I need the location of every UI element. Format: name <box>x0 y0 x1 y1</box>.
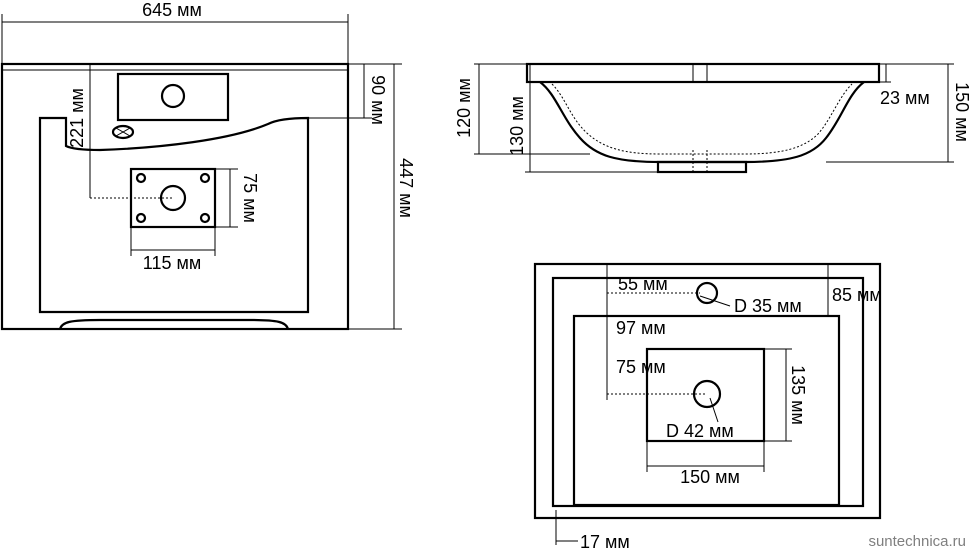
watermark: suntechnica.ru <box>868 533 966 550</box>
dim-hole-diameter: D 35 мм <box>734 296 802 316</box>
dim-total-height: 150 мм <box>952 82 970 142</box>
dim-hole-offset: 55 мм <box>618 274 668 294</box>
dim-back-to-drain: 221 мм <box>67 88 87 148</box>
dim-drain-diameter: D 42 мм <box>666 421 734 441</box>
dim-body-height: 130 мм <box>507 96 527 156</box>
dim-inner-offset: 97 мм <box>616 318 666 338</box>
dim-bottom-plate-height: 135 мм <box>788 365 808 425</box>
dim-edge: 17 мм <box>580 532 630 551</box>
bottom-drain-hole <box>692 379 722 409</box>
dim-plate-width: 115 мм <box>143 253 201 273</box>
dim-bowl-height: 120 мм <box>454 78 474 138</box>
side-drain <box>656 160 748 174</box>
bottom-view: 55 мм D 35 мм 85 мм 97 мм 75 мм D 42 мм … <box>533 262 882 551</box>
bowl-front-curve <box>58 318 290 330</box>
bottom-inner <box>572 314 841 507</box>
side-bowl-outer <box>539 81 865 164</box>
dim-back-to-bowl: 90 мм <box>368 75 388 125</box>
top-view: 645 мм 447 мм 90 мм 221 мм 75 мм 115 мм <box>0 0 416 331</box>
dim-drain-offset: 75 мм <box>616 357 666 377</box>
bottom-outer <box>533 262 882 520</box>
dim-depth: 447 мм <box>396 158 416 218</box>
top-view-outline <box>0 62 350 331</box>
dim-hole-depth: 85 мм <box>832 285 882 305</box>
dim-bottom-plate-width: 150 мм <box>680 467 740 487</box>
dim-plate-height: 75 мм <box>240 173 260 223</box>
dim-rim-height: 23 мм <box>880 88 930 108</box>
side-rim <box>525 62 881 84</box>
tap-hole <box>160 83 186 109</box>
bottom-drain-plate <box>645 347 766 443</box>
side-tap-hole <box>692 63 708 83</box>
overflow-icon <box>111 124 135 140</box>
side-view: 120 мм 130 мм 23 мм 150 мм <box>454 62 970 174</box>
bowl-outline <box>38 116 310 314</box>
tap-deck <box>116 72 230 122</box>
dim-width: 645 мм <box>142 0 202 20</box>
side-bowl-inner <box>551 83 853 155</box>
drain-hole <box>159 184 187 212</box>
